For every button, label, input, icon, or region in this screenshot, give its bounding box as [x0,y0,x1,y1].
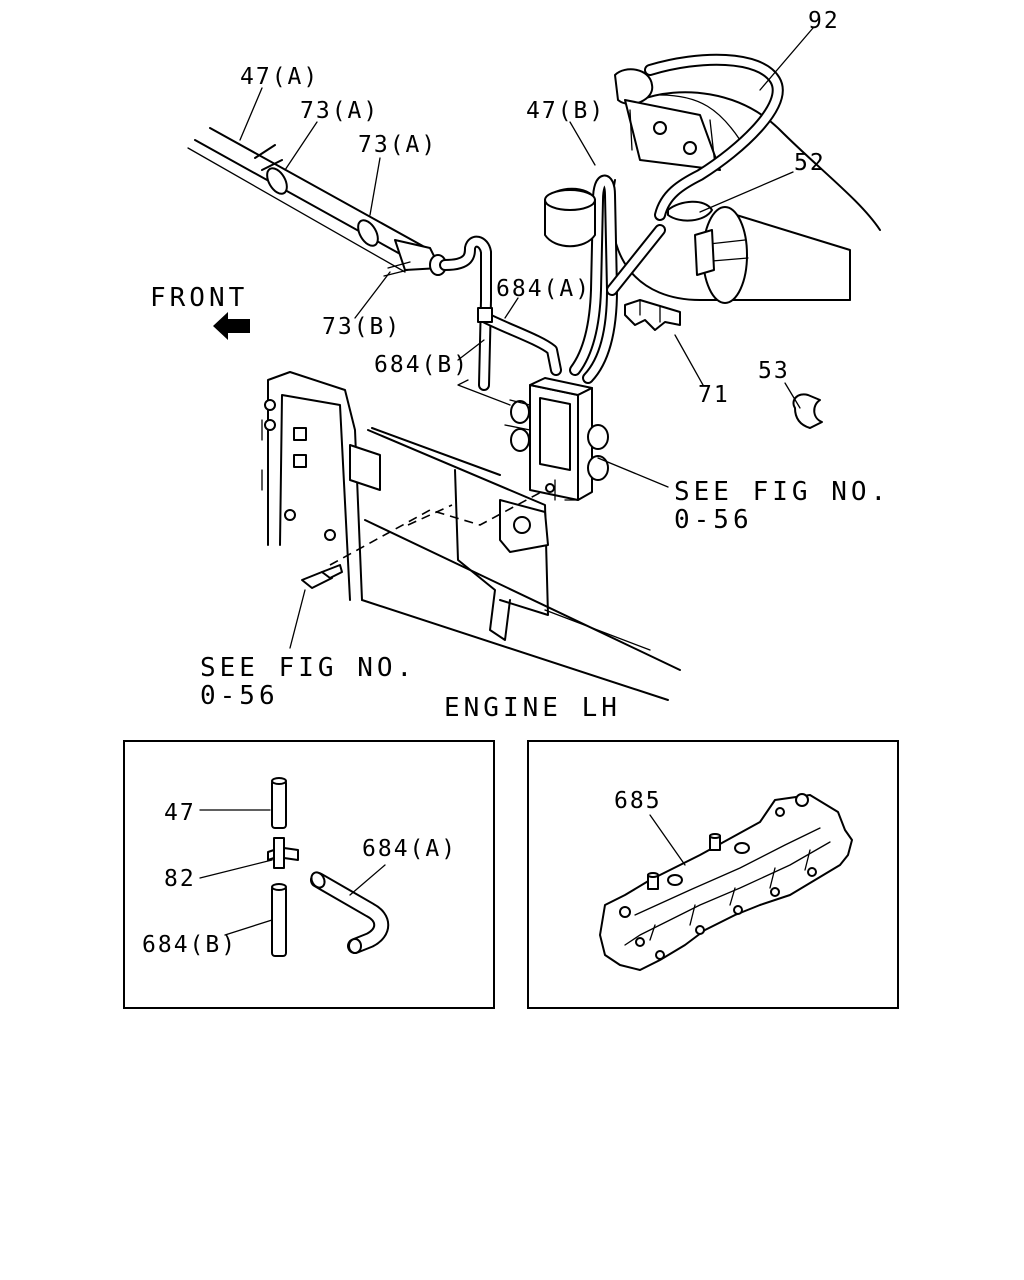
inset-label-684a: 684(A) [362,836,457,862]
hose-684 [439,235,562,406]
solenoid-valve-block [504,377,609,501]
label-92: 92 [808,8,840,34]
bracket-71 [624,299,681,331]
clip-53 [792,393,823,429]
label-47b: 47(B) [526,98,605,124]
label-see-fig-left-number: 0-56 [200,681,279,711]
inset-label-685: 685 [614,788,662,814]
label-73a-lower: 73(A) [358,132,437,158]
label-see-fig-left: SEE FIG NO. [200,653,416,683]
main-assembly: 92 47(A) 73(A) 73(A) 47(B) 52 FRONT 684(… [150,8,890,723]
label-see-fig-right: SEE FIG NO. [674,477,890,507]
label-engine-lh: ENGINE LH [444,693,621,723]
label-73a-upper: 73(A) [300,98,379,124]
pipe-47a [187,127,447,277]
label-684a: 684(A) [496,276,591,302]
label-front: FRONT [150,283,248,313]
frame-bracket [261,371,681,701]
inset-label-47: 47 [164,800,196,826]
label-684b: 684(B) [374,352,469,378]
inset-label-684b: 684(B) [142,932,237,958]
leader-lines [239,27,814,649]
inset-label-82: 82 [164,866,196,892]
label-73b: 73(B) [322,314,401,340]
label-53: 53 [758,358,790,384]
pipe-47b [544,174,666,384]
inset-manifold-detail: 685 [527,740,899,1009]
turbo-assembly [610,53,881,304]
label-47a: 47(A) [240,64,319,90]
label-71: 71 [698,382,730,408]
inset-hose-detail: 47 82 684(A) 684(B) [123,740,495,1009]
front-arrow-icon [213,312,250,340]
label-see-fig-right-number: 0-56 [674,505,753,535]
label-52: 52 [794,150,826,176]
